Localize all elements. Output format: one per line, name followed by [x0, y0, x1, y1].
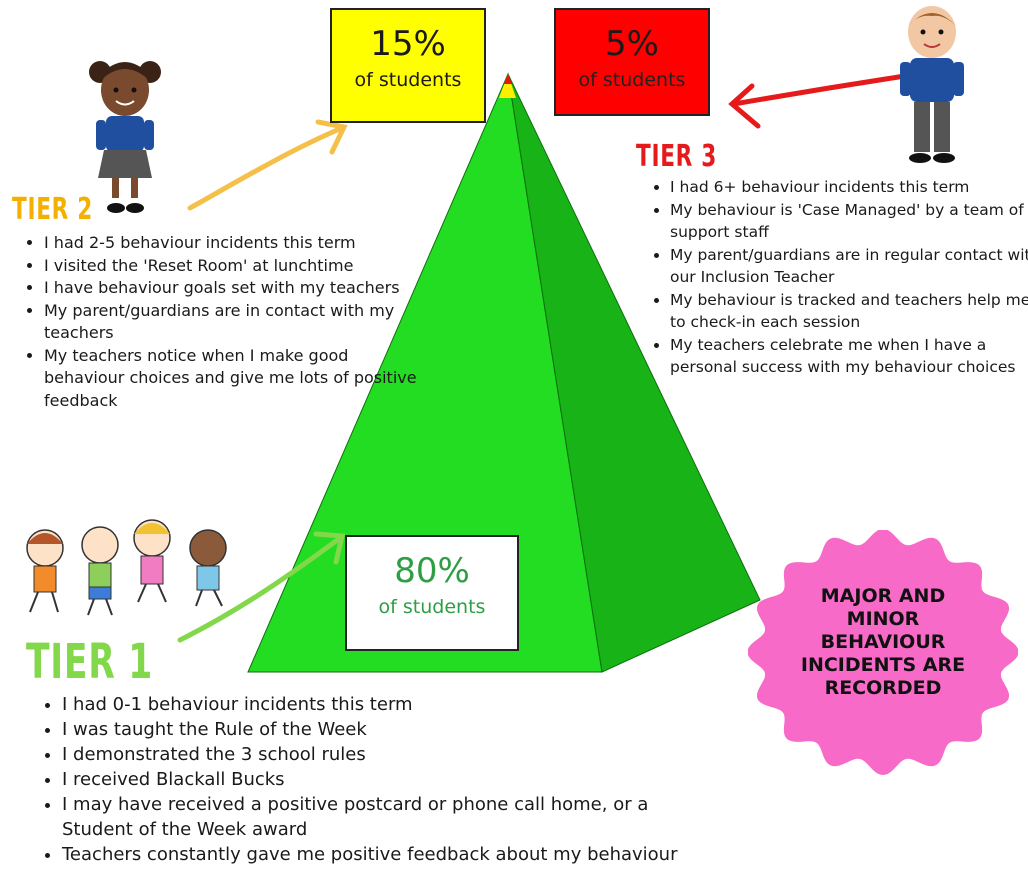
tier2-percent: 15% — [370, 24, 446, 64]
tier2-caption: of students — [354, 69, 462, 91]
tier1-point: I was taught the Rule of the Week — [62, 717, 702, 742]
tier2-point: My parent/guardians are in contact with … — [44, 300, 424, 345]
tier3-caption: of students — [578, 69, 686, 91]
pyramid-tip-red — [504, 74, 512, 84]
girl-illustration — [89, 61, 161, 213]
tier1-point: I had 0-1 behaviour incidents this term — [62, 692, 702, 717]
tier2-title: TIER 2 — [12, 192, 94, 227]
tier1-point: I may have received a positive postcard … — [62, 792, 702, 842]
tier3-title: TIER 3 — [636, 139, 718, 174]
tier2-point: My teachers notice when I make good beha… — [44, 345, 424, 413]
tier3-percent: 5% — [605, 24, 659, 64]
tier3-point: I had 6+ behaviour incidents this term — [670, 176, 1028, 199]
tier3-points-list: I had 6+ behaviour incidents this term M… — [648, 176, 1028, 379]
badge-text: MAJOR AND MINOR BEHAVIOUR INCIDENTS ARE … — [800, 585, 966, 699]
tier2-point: I visited the 'Reset Room' at lunchtime — [44, 255, 424, 278]
tier1-title: TIER 1 — [26, 634, 154, 690]
tier1-point: I received Blackall Bucks — [62, 767, 702, 792]
tier2-point: I had 2-5 behaviour incidents this term — [44, 232, 424, 255]
tier1-points-list: I had 0-1 behaviour incidents this term … — [40, 692, 702, 867]
recorded-badge — [748, 530, 1018, 775]
tier1-caption: of students — [378, 596, 486, 618]
pyramid-tip-yellow — [499, 74, 516, 98]
tier1-point: Teachers constantly gave me positive fee… — [62, 842, 702, 867]
kids-illustration — [26, 519, 227, 616]
tier3-percent-box: 5% of students — [554, 8, 710, 116]
tier1-percent: 80% — [394, 551, 470, 591]
tier1-percent-box: 80% of students — [345, 535, 519, 651]
badge-shape — [748, 530, 1018, 775]
tier3-point: My parent/guardians are in regular conta… — [670, 244, 1028, 289]
tier2-points-list: I had 2-5 behaviour incidents this term … — [22, 232, 424, 412]
tier2-point: I have behaviour goals set with my teach… — [44, 277, 424, 300]
tier2-percent-box: 15% of students — [330, 8, 486, 123]
pyramid-side-face — [507, 73, 761, 673]
tier3-point: My behaviour is 'Case Managed' by a team… — [670, 199, 1028, 244]
tier1-arrow — [177, 531, 346, 643]
tier2-arrow — [187, 119, 348, 211]
pyramid — [247, 72, 761, 673]
tier3-arrow — [728, 73, 908, 129]
tier3-point: My teachers celebrate me when I have a p… — [670, 334, 1028, 379]
tier1-point: I demonstrated the 3 school rules — [62, 742, 702, 767]
boy-illustration — [900, 6, 964, 163]
tier3-point: My behaviour is tracked and teachers hel… — [670, 289, 1028, 334]
